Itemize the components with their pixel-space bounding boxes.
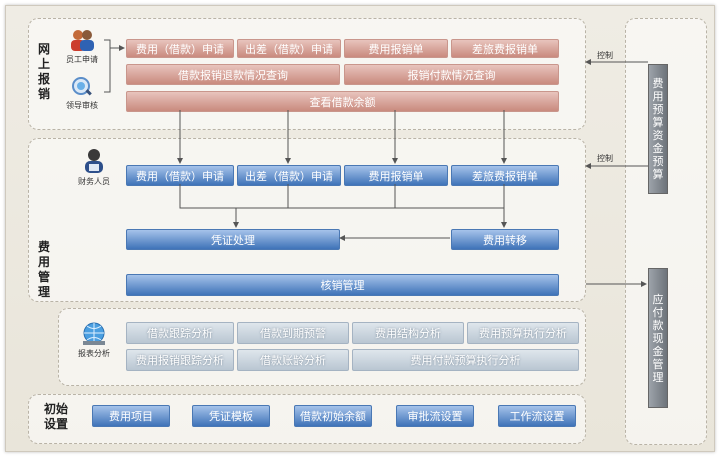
- payable-bar-label: 应付款现金管理: [652, 292, 664, 384]
- payable-cash-bar[interactable]: 应付款现金管理: [648, 268, 668, 408]
- leader-review-node: 领导审核: [62, 76, 102, 111]
- finance-person-icon: [85, 149, 103, 173]
- budget-execution-button[interactable]: 费用预算执行分析: [467, 322, 579, 344]
- globe-report-icon: [83, 322, 105, 345]
- online-expense-claim-button[interactable]: 费用报销单: [344, 39, 448, 58]
- report-analysis-label: 报表分析: [78, 349, 110, 358]
- report-analysis-node: 报表分析: [72, 322, 116, 359]
- online-trip-apply-button[interactable]: 出差（借款）申请: [237, 39, 341, 58]
- section-expense-label: 费用管理: [36, 240, 52, 300]
- expense-label-text: 费用管理: [37, 240, 50, 299]
- workflow-settings-button[interactable]: 工作流设置: [498, 405, 576, 427]
- icon-bracket-line: [104, 39, 111, 93]
- budget-control-bar[interactable]: 费用预算资金预算: [648, 64, 668, 194]
- section-report: [58, 308, 586, 386]
- expense-travel-claim-button[interactable]: 差旅费报销单: [451, 165, 559, 186]
- expense-expense-claim-button[interactable]: 费用报销单: [344, 165, 448, 186]
- section-init-label: 初始设置: [36, 402, 76, 432]
- online-label-text: 网上报销: [37, 42, 50, 101]
- loan-tracking-button[interactable]: 借款跟踪分析: [126, 322, 234, 344]
- collector-line: [179, 184, 504, 209]
- loan-aging-button[interactable]: 借款账龄分析: [237, 349, 349, 371]
- control-label-top: 控制: [597, 51, 613, 60]
- claim-tracking-button[interactable]: 费用报销跟踪分析: [126, 349, 234, 371]
- control-label-bottom: 控制: [597, 154, 613, 163]
- finance-staff-label: 财务人员: [78, 177, 110, 186]
- expense-structure-button[interactable]: 费用结构分析: [352, 322, 464, 344]
- leader-review-label: 领导审核: [66, 101, 98, 110]
- employees-icon: [71, 30, 94, 51]
- online-travel-claim-button[interactable]: 差旅费报销单: [451, 39, 559, 58]
- expense-transfer-button[interactable]: 费用转移: [451, 229, 559, 250]
- payment-budget-execution-button[interactable]: 费用付款预算执行分析: [352, 349, 579, 371]
- refund-query-button[interactable]: 借款报销退款情况查询: [126, 64, 340, 85]
- finance-staff-node: 财务人员: [72, 148, 116, 187]
- employee-apply-label: 员工申请: [66, 55, 98, 64]
- expense-item-button[interactable]: 费用项目: [92, 405, 170, 427]
- loan-opening-balance-button[interactable]: 借款初始余额: [294, 405, 372, 427]
- online-loan-apply-button[interactable]: 费用（借款）申请: [126, 39, 234, 58]
- expense-trip-apply-button[interactable]: 出差（借款）申请: [237, 165, 341, 186]
- voucher-processing-button[interactable]: 凭证处理: [126, 229, 340, 250]
- voucher-template-button[interactable]: 凭证模板: [192, 405, 270, 427]
- payment-query-button[interactable]: 报销付款情况查询: [344, 64, 559, 85]
- loan-balance-button[interactable]: 查看借款余额: [126, 91, 559, 112]
- writeoff-management-button[interactable]: 核销管理: [126, 274, 559, 296]
- section-online-label: 网上报销: [34, 42, 54, 102]
- loan-due-warning-button[interactable]: 借款到期预警: [237, 322, 349, 344]
- approval-flow-button[interactable]: 审批流设置: [396, 405, 474, 427]
- employee-apply-node: 员工申请: [62, 28, 102, 65]
- init-label-text: 初始设置: [43, 402, 68, 431]
- budget-bar-label: 费用预算资金预算: [652, 77, 664, 181]
- magnifier-review-icon: [72, 77, 92, 96]
